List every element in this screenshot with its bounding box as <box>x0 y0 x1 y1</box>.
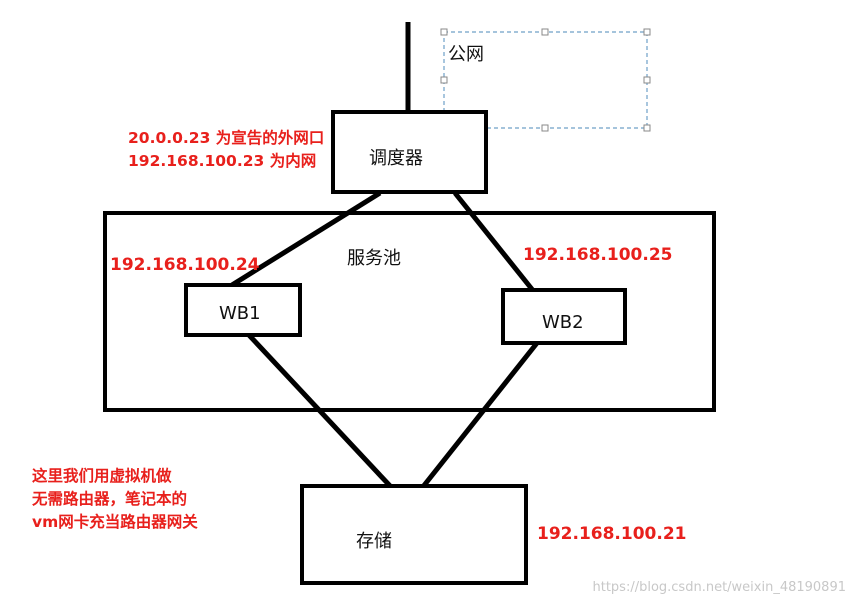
link-wb2-storage <box>420 341 539 490</box>
scheduler-label: 调度器 <box>369 148 423 169</box>
wb1-box <box>184 283 302 337</box>
watermark: https://blog.csdn.net/weixin_48190891 <box>592 580 846 595</box>
wb2-box <box>501 288 627 345</box>
vm-note-line-3: vm网卡充当路由器网关 <box>32 512 198 531</box>
scheduler-internal-ip-note: 192.168.100.23 为内网 <box>128 151 316 170</box>
wb2-ip-note: 192.168.100.25 <box>523 245 673 265</box>
storage-box <box>300 484 528 585</box>
storage-label: 存储 <box>356 531 392 552</box>
vm-note-line-1: 这里我们用虚拟机做 <box>32 466 172 485</box>
wb1-label: WB1 <box>219 303 261 324</box>
wb1-ip-note: 192.168.100.24 <box>110 255 260 275</box>
link-scheduler-wb2 <box>453 191 537 295</box>
storage-ip-note: 192.168.100.21 <box>537 524 687 544</box>
scheduler-box <box>331 110 488 194</box>
wb2-label: WB2 <box>542 312 584 333</box>
service-pool-label: 服务池 <box>347 248 401 269</box>
public-network-label: 公网 <box>448 44 484 65</box>
scheduler-public-ip-note: 20.0.0.23 为宣告的外网口 <box>128 128 324 147</box>
vm-note-line-2: 无需路由器，笔记本的 <box>31 489 187 508</box>
service-pool-box <box>103 211 716 412</box>
link-scheduler-wb1 <box>230 190 382 288</box>
